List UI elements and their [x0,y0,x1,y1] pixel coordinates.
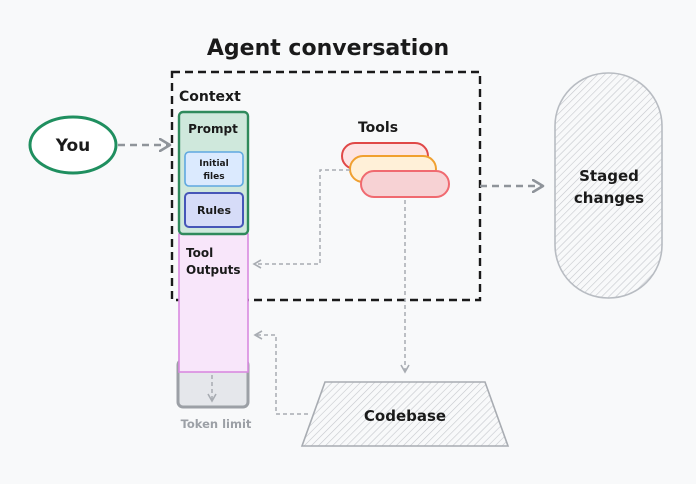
initial-files-block [184,151,244,187]
token-limit-label: Token limit [181,417,252,431]
tools-to-outputs-arrow [252,169,350,269]
codebase-node [300,381,510,447]
prompt-label: Prompt [188,122,238,136]
context-label: Context [179,89,241,105]
codebase-label: Codebase [364,407,446,425]
staged-changes-label-line1: Staged [579,167,639,185]
tool-pill-pink [360,170,450,198]
tools-label: Tools [358,120,398,136]
diagram-title: Agent conversation [207,36,449,61]
initial-files-label-line1: Initial [199,159,228,169]
staged-changes-label-line2: changes [574,189,644,207]
rules-block [184,192,244,228]
tool-outputs-label-line1: Tool [186,246,213,260]
tool-outputs-label-line2: Outputs [186,263,241,277]
you-label: You [55,136,91,156]
staged-changes-node [554,72,663,299]
codebase-to-outputs-arrow [253,330,308,415]
initial-files-label-line2: files [203,172,224,182]
you-node [28,115,118,175]
rules-label: Rules [197,204,232,217]
